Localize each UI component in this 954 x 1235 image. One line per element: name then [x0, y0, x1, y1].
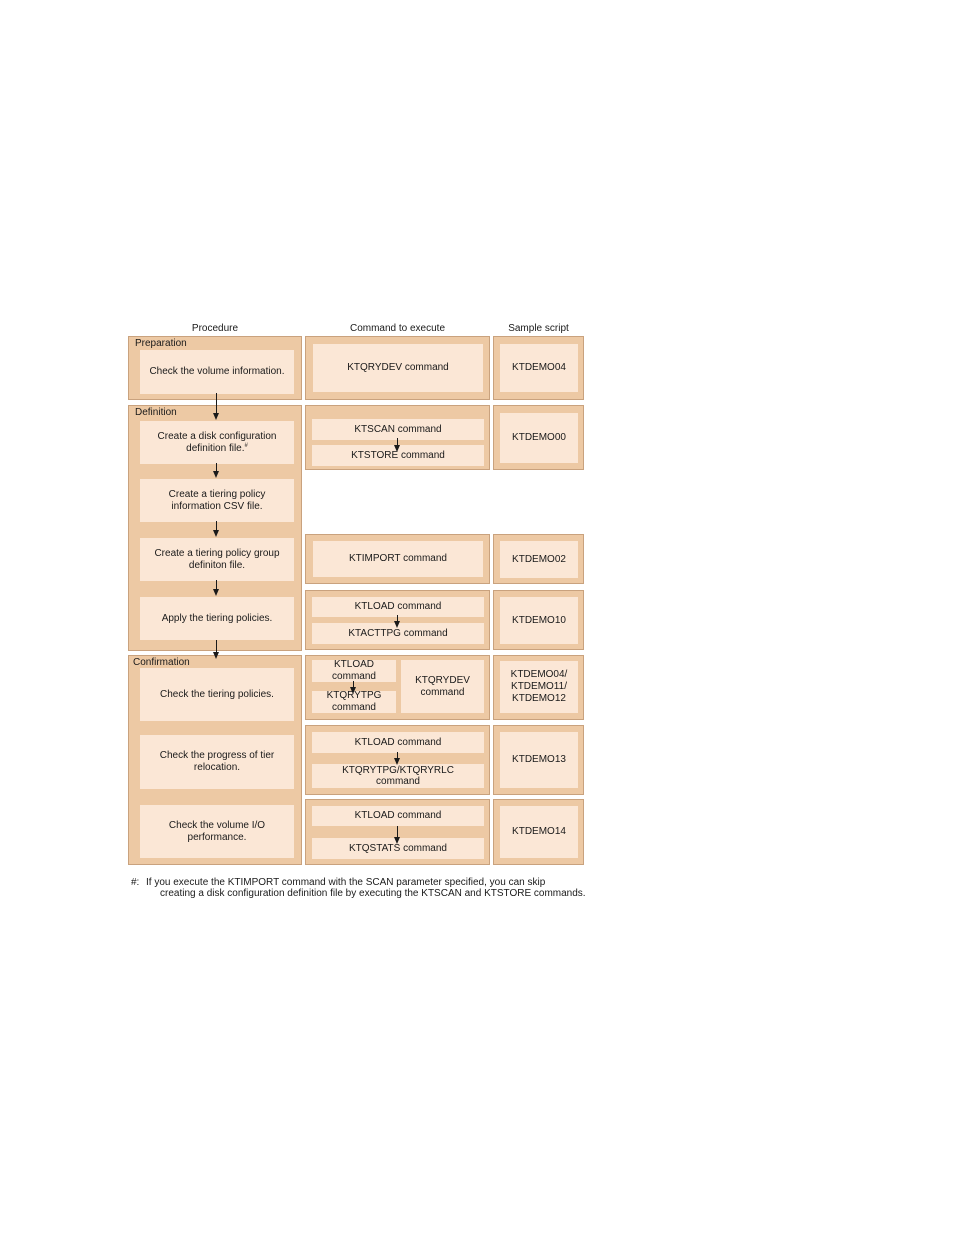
arrow-ktload-ktqrytpg-head — [350, 687, 356, 694]
arrow-prep-to-def-line — [216, 393, 217, 414]
cmd-ktacttpg: KTACTTPG command — [312, 623, 484, 644]
cmd-ktstore: KTSTORE command — [312, 445, 484, 466]
cmd-ktqrytpg-ktqryrlc-line1: KTQRYTPG/KTQRYRLC — [342, 765, 454, 776]
footnote-mark: # — [244, 442, 248, 449]
header-procedure: Procedure — [191, 323, 239, 334]
cmd-group-check-progress: KTLOAD command KTQRYTPG/KTQRYRLC command — [305, 725, 490, 795]
cmd-group-preparation: KTQRYDEV command — [305, 336, 490, 400]
sample-group-disk-config: KTDEMO00 — [493, 405, 584, 470]
step-check-progress-line2: relocation. — [193, 762, 241, 773]
section-label-preparation: Preparation — [135, 338, 187, 349]
step-apply-tiering-policies: Apply the tiering policies. — [140, 597, 294, 640]
footnote-line2: creating a disk configuration definition… — [160, 888, 586, 899]
arrow-ktload-ktqrytpg-line — [353, 681, 354, 688]
step-check-io-line2: performance. — [187, 831, 247, 843]
arrow-ktload-ktacttpg-head — [394, 621, 400, 628]
arrow-ktload-ktqstats-head — [394, 837, 400, 844]
section-label-definition: Definition — [135, 407, 177, 418]
cmd-ktqrydev: KTQRYDEV command — [313, 344, 483, 392]
step-create-tiering-csv: Create a tiering policy information CSV … — [140, 479, 294, 522]
arrow-ktload-ktqrytpgrlc-head — [394, 758, 400, 765]
sample-group-check-progress: KTDEMO13 — [493, 725, 584, 795]
header-command: Command to execute — [349, 323, 446, 334]
arrow-disk-to-tiering-head — [213, 471, 219, 478]
step-check-io: Check the volume I/O performance. — [140, 805, 294, 858]
step-create-group-definition-line1: Create a tiering policy group — [154, 547, 280, 559]
arrow-def-to-conf-line — [216, 640, 217, 653]
cmd-ktqrytpg-ktqryrlc-line2: command — [376, 776, 420, 787]
definition-group: Definition Create a disk configuration d… — [128, 405, 302, 651]
step-create-tiering-csv-line1: Create a tiering policy — [168, 488, 266, 500]
sample-ktdemo13: KTDEMO13 — [500, 732, 578, 788]
arrow-tiering-to-group-line — [216, 521, 217, 531]
cmd-ktqrydev-small-line2: command — [420, 686, 465, 698]
arrow-ktload-ktqrytpgrlc-line — [397, 752, 398, 759]
cmd-ktqrytpg-ktqryrlc: KTQRYTPG/KTQRYRLC command — [312, 764, 484, 788]
cmd-ktload-3: KTLOAD command — [312, 806, 484, 826]
arrow-ktscan-ktstore-head — [394, 445, 400, 452]
confirmation-group: Confirmation Check the tiering policies.… — [128, 655, 302, 865]
step-check-io-line1: Check the volume I/O — [168, 819, 266, 831]
sample-group-apply: KTDEMO10 — [493, 590, 584, 650]
step-create-tiering-csv-line2: information CSV file. — [171, 500, 263, 512]
step-create-disk-config: Create a disk configuration definition f… — [140, 421, 294, 464]
cmd-ktscan: KTSCAN command — [312, 419, 484, 440]
arrow-disk-to-tiering-line — [216, 463, 217, 472]
cmd-ktqrydev-small-line1: KTQRYDEV — [415, 674, 470, 686]
arrow-group-to-apply-head — [213, 589, 219, 596]
section-label-confirmation: Confirmation — [133, 657, 190, 668]
cmd-ktqstats: KTQSTATS command — [312, 838, 484, 859]
cmd-ktload-small-line1: KTLOAD — [333, 659, 374, 670]
sample-group-check-tiering: KTDEMO04/ KTDEMO11/ KTDEMO12 — [493, 655, 584, 720]
step-check-progress: Check the progress of tier relocation. — [140, 735, 294, 789]
cmd-ktload-small-line2: command — [332, 671, 376, 682]
footnote-line1: If you execute the KTIMPORT command with… — [146, 877, 546, 888]
cmd-ktload: KTLOAD command — [312, 597, 484, 617]
cmd-group-apply: KTLOAD command KTACTTPG command — [305, 590, 490, 650]
arrow-tiering-to-group-head — [213, 530, 219, 537]
sample-multi-line2: KTDEMO11/ — [511, 681, 567, 692]
sample-group-import: KTDEMO02 — [493, 534, 584, 584]
step-check-tiering-policies: Check the tiering policies. — [140, 668, 294, 721]
step-create-group-definition: Create a tiering policy group definiton … — [140, 538, 294, 581]
arrow-ktscan-ktstore-line — [397, 438, 398, 446]
cmd-ktimport: KTIMPORT command — [313, 541, 483, 577]
header-sample-script: Sample script — [508, 323, 569, 334]
arrow-prep-to-def-head — [213, 413, 219, 420]
cmd-ktqrydev-small: KTQRYDEV command — [401, 660, 484, 713]
cmd-ktqrytpg-small: KTQRYTPG command — [312, 690, 396, 713]
sample-ktdemo14: KTDEMO14 — [500, 806, 578, 858]
cmd-ktload-2: KTLOAD command — [312, 732, 484, 753]
preparation-group: Preparation Check the volume information… — [128, 336, 302, 400]
sample-ktdemo10: KTDEMO10 — [500, 597, 578, 644]
cmd-ktload-small: KTLOAD command — [312, 659, 396, 682]
sample-multi-line3: KTDEMO12 — [512, 693, 566, 704]
sample-multi-line1: KTDEMO04/ — [510, 669, 568, 680]
arrow-ktload-ktqstats-line — [397, 826, 398, 838]
sample-ktdemo04-11-12: KTDEMO04/ KTDEMO11/ KTDEMO12 — [500, 661, 578, 713]
step-check-volume-info: Check the volume information. — [140, 350, 294, 394]
sample-ktdemo02: KTDEMO02 — [500, 541, 578, 578]
sample-ktdemo00: KTDEMO00 — [500, 413, 578, 463]
arrow-ktload-ktacttpg-line — [397, 615, 398, 622]
cmd-group-check-tiering: KTLOAD command KTQRYTPG command KTQRYDEV… — [305, 655, 490, 720]
footnote-mark-label: #: — [131, 877, 140, 888]
step-check-progress-line1: Check the progress of tier — [159, 750, 275, 761]
sample-group-check-io: KTDEMO14 — [493, 799, 584, 865]
sample-group-preparation: KTDEMO04 — [493, 336, 584, 400]
step-create-disk-config-line2: definition file.# — [186, 442, 248, 454]
cmd-ktqrytpg-small-line1: KTQRYTPG — [326, 690, 382, 701]
cmd-group-import: KTIMPORT command — [305, 534, 490, 584]
cmd-ktqrytpg-small-line2: command — [332, 702, 376, 713]
step-create-group-definition-line2: definiton file. — [188, 559, 246, 571]
arrow-def-to-conf-head — [213, 652, 219, 659]
arrow-group-to-apply-line — [216, 580, 217, 590]
step-create-disk-config-line1: Create a disk configuration — [157, 430, 277, 442]
cmd-group-disk-config: KTSCAN command KTSTORE command — [305, 405, 490, 470]
sample-ktdemo04: KTDEMO04 — [500, 344, 578, 392]
